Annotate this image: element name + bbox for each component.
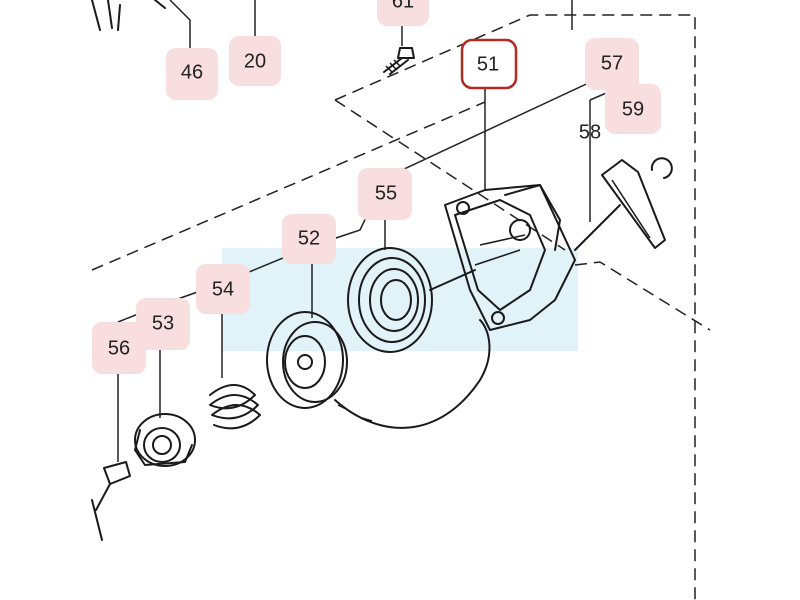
callout-label: 53 (152, 312, 174, 334)
callout-badge (92, 322, 146, 374)
callout-59: 59 (605, 84, 661, 134)
callout-badge (358, 168, 412, 220)
callout-54: 54 (196, 264, 250, 314)
callout-label: 51 (477, 53, 499, 75)
callout-52: 52 (282, 214, 336, 264)
callout-label: 46 (181, 61, 203, 83)
starter-housing-51 (444, 184, 576, 331)
callout-badge (166, 48, 218, 100)
callout-badge (377, 0, 429, 26)
recoil-spring-55 (347, 247, 476, 353)
dashed-guides (91, 14, 711, 600)
starter-handle-59 (574, 157, 673, 251)
callout-badge (585, 38, 639, 90)
callout-56: 56 (92, 322, 146, 374)
callout-55: 55 (358, 168, 412, 220)
callout-58: 58 (579, 121, 601, 143)
callout-badge (282, 214, 336, 264)
callout-57: 57 (585, 38, 639, 90)
rope-pulley-52 (266, 311, 491, 429)
callout-label: 57 (601, 52, 623, 74)
callout-highlight-box (460, 38, 518, 90)
callout-label: 61 (392, 0, 414, 12)
callout-label: 58 (579, 121, 601, 143)
callout-label: 55 (375, 182, 397, 204)
callout-46: 46 (166, 48, 218, 100)
screw-61 (383, 47, 415, 75)
watermark (222, 248, 578, 351)
callout-label: 56 (108, 337, 130, 359)
callout-badge (229, 36, 281, 86)
screw-56 (91, 461, 131, 541)
callout-20: 20 (229, 36, 281, 86)
callout-label: 52 (298, 227, 320, 249)
coil-spring-54 (209, 384, 261, 430)
callout-badge (136, 298, 190, 350)
callout-53: 53 (136, 298, 190, 350)
partial-part-top-left (91, 0, 166, 31)
ratchet-53 (134, 413, 196, 467)
callout-51: 51 (460, 38, 518, 90)
callout-label: 54 (212, 278, 234, 300)
callout-label: 20 (244, 50, 266, 72)
callout-badge (605, 84, 661, 134)
callout-label: 59 (622, 98, 644, 120)
callout-badge (196, 264, 250, 314)
callout-61: 61 (377, 0, 429, 26)
